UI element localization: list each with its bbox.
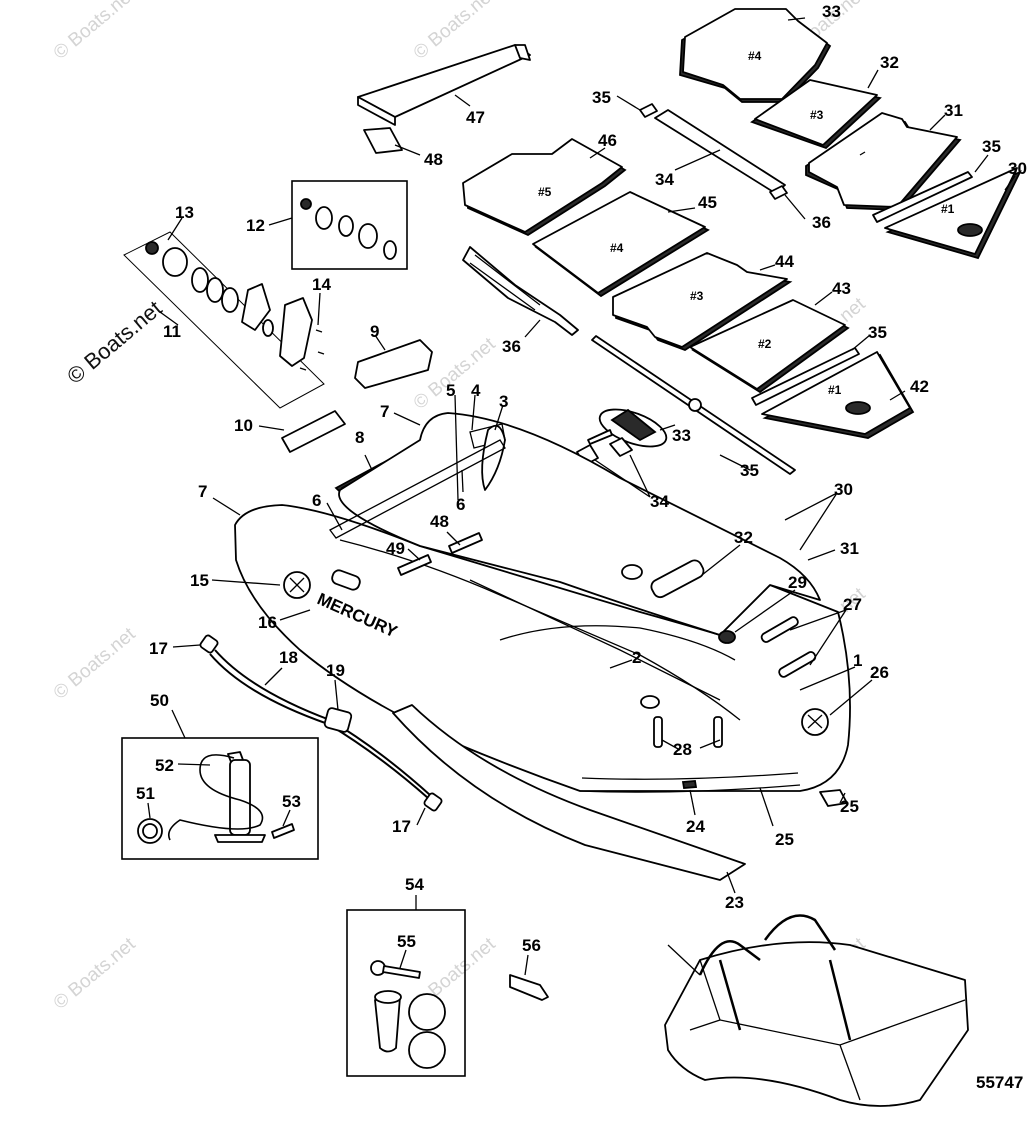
callout-31: 34 (650, 492, 669, 511)
callout-27: 30 (834, 480, 853, 499)
callout-12: 12 (246, 216, 265, 235)
panel-label: #2 (758, 337, 772, 351)
callout-24: 26 (870, 663, 889, 682)
callout-25: 27 (843, 595, 862, 614)
panel-label: #3 (690, 289, 704, 303)
callout-50: 51 (136, 784, 155, 803)
callout-53: 54 (405, 875, 424, 894)
callout-7b: 7 (198, 482, 207, 501)
callout-51: 52 (155, 756, 174, 775)
callout-numbers: 33 32 31 35 30 35 34 36 47 48 46 45 44 4… (136, 2, 1027, 1092)
callout-25b: 28 (673, 740, 692, 759)
watermark: © Boats.net (50, 623, 140, 704)
callout-41: 42 (910, 377, 929, 396)
watermark: © Boats.net (50, 0, 140, 64)
callout-6: 6 (456, 495, 465, 514)
watermark-main: © Boats.net (62, 296, 166, 389)
callout-47: 48 (424, 150, 443, 169)
callout-33: 36 (502, 337, 521, 356)
panel-label: #4 (610, 241, 624, 255)
callout-48: 48 (430, 512, 449, 531)
callout-3: 3 (499, 392, 508, 411)
callout-16: 16 (258, 613, 277, 632)
callout-54: 55 (397, 932, 416, 951)
callout-38: 33 (822, 2, 841, 21)
callout-32: 35 (740, 461, 759, 480)
callout-55: 56 (522, 936, 541, 955)
callout-29: 32 (734, 528, 753, 547)
callout-6b: 6 (312, 491, 321, 510)
callout-19: 19 (326, 661, 345, 680)
callout-9: 9 (370, 322, 379, 341)
callout-15: 15 (190, 571, 209, 590)
callout-42: 43 (832, 279, 851, 298)
callout-37: 32 (880, 53, 899, 72)
storage-bag (664, 914, 969, 1107)
diagram-number: 55747 (976, 1073, 1023, 1092)
leader-lines (147, 17, 1016, 976)
callout-35b: 35 (868, 323, 887, 342)
callout-35: 35 (982, 137, 1001, 156)
callout-2: 2 (632, 648, 641, 667)
panel-label: #3 (810, 108, 824, 122)
callout-5: 5 (446, 381, 455, 400)
callout-13: 13 (175, 203, 194, 222)
panel-label: #4 (748, 49, 762, 63)
panel-label: #1 (941, 202, 955, 216)
callout-26: 29 (788, 573, 807, 592)
inflatable-boat: MERCURY (234, 412, 851, 807)
floor-panels: #4 #3 #1 #5 #4 #3 (357, 8, 1022, 475)
callout-7: 7 (380, 402, 389, 421)
callout-40b: 36 (812, 213, 831, 232)
callout-30: 33 (672, 426, 691, 445)
callout-48b: 49 (386, 539, 405, 558)
callout-36: 31 (944, 101, 963, 120)
callout-14: 14 (312, 275, 331, 294)
callout-11: 11 (163, 322, 181, 341)
accessories (121, 634, 746, 1077)
callout-21: 24 (686, 817, 705, 836)
callout-52: 53 (282, 792, 301, 811)
callout-4: 4 (471, 381, 481, 400)
panel-label: #5 (538, 185, 552, 199)
callout-1: 1 (853, 651, 862, 670)
callout-17: 17 (149, 639, 168, 658)
callout-44: 45 (698, 193, 717, 212)
callout-10: 10 (234, 416, 253, 435)
callout-46: 47 (466, 108, 485, 127)
callout-40: 35 (592, 88, 611, 107)
callout-18: 18 (279, 648, 298, 667)
callout-23: 25 (840, 797, 859, 816)
callout-22: 25 (775, 830, 794, 849)
callout-20: 23 (725, 893, 744, 912)
callout-28: 31 (840, 539, 859, 558)
callout-49: 50 (150, 691, 169, 710)
callout-43: 44 (775, 252, 794, 271)
watermark: © Boats.net (50, 933, 140, 1014)
callout-17b: 17 (392, 817, 411, 836)
callout-39: 34 (655, 170, 674, 189)
panel-label: #1 (828, 383, 842, 397)
callout-8: 8 (355, 428, 364, 447)
callout-45: 46 (598, 131, 617, 150)
callout-34: 30 (1008, 159, 1027, 178)
